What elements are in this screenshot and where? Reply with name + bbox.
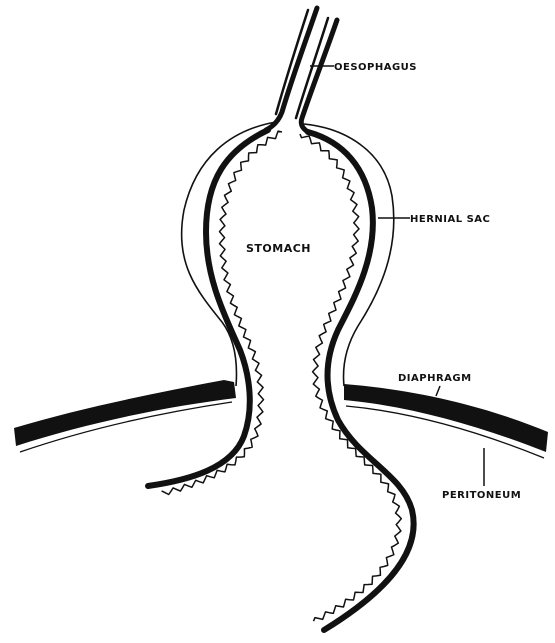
stomach-wall-left: [148, 130, 268, 486]
diaphragm-left: [14, 380, 236, 446]
label-oesophagus: OESOPHAGUS: [334, 62, 417, 73]
oesophagus-wall-left: [266, 8, 317, 130]
diaphragm-leader: [436, 386, 440, 396]
diaphragm-right: [344, 384, 548, 452]
label-peritoneum: PERITONEUM: [442, 490, 521, 501]
label-hernial-sac: HERNIAL SAC: [410, 214, 490, 225]
stomach-mucosa-right: [300, 134, 401, 621]
label-stomach: STOMACH: [246, 242, 311, 255]
label-diaphragm: DIAPHRAGM: [398, 373, 472, 384]
